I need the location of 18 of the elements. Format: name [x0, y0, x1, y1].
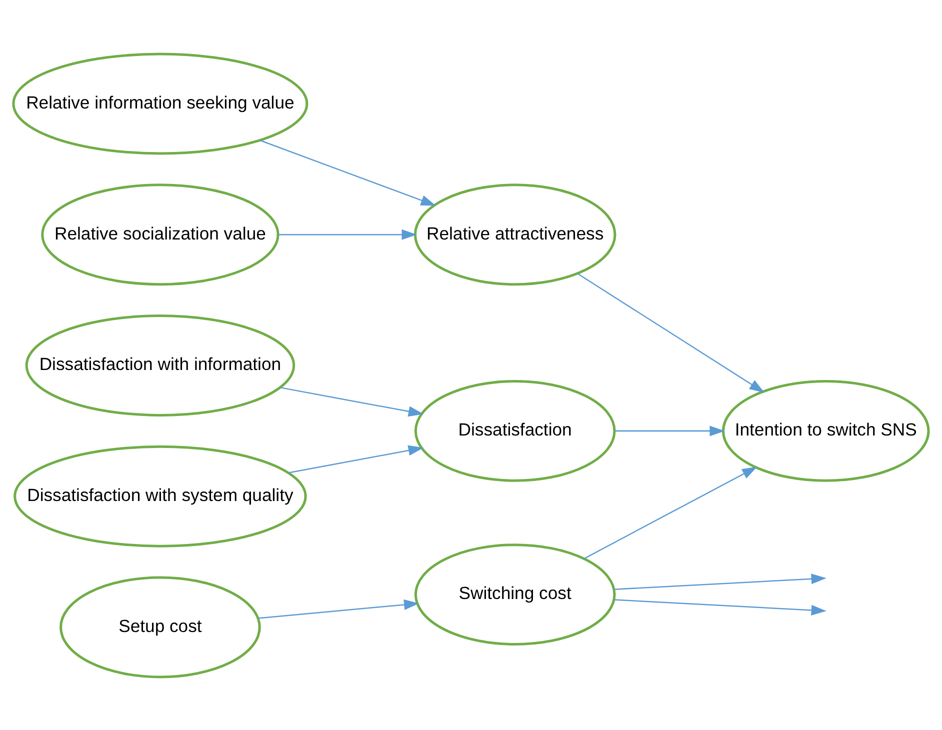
node-ellipse: Setup cost	[60, 576, 261, 678]
node-ellipse: Relative information seeking value	[12, 52, 308, 154]
arrow	[278, 228, 417, 240]
arrow	[260, 139, 436, 206]
arrow	[577, 272, 765, 392]
arrow	[258, 598, 420, 618]
node-ellipse: Dissatisfaction	[414, 379, 616, 482]
arrow	[288, 444, 424, 473]
arrow	[584, 466, 758, 559]
node-ellipse: Dissatisfaction with system quality	[14, 444, 307, 547]
node-ellipse: Relative socialization value	[41, 183, 280, 286]
node-ellipse: Switching cost	[414, 543, 616, 645]
arrow	[614, 573, 826, 590]
node-ellipse: Relative attractiveness	[414, 183, 616, 286]
arrow	[280, 386, 424, 416]
arrow	[614, 598, 826, 615]
node-ellipse: Dissatisfaction with information	[25, 314, 296, 416]
arrow	[614, 425, 725, 436]
